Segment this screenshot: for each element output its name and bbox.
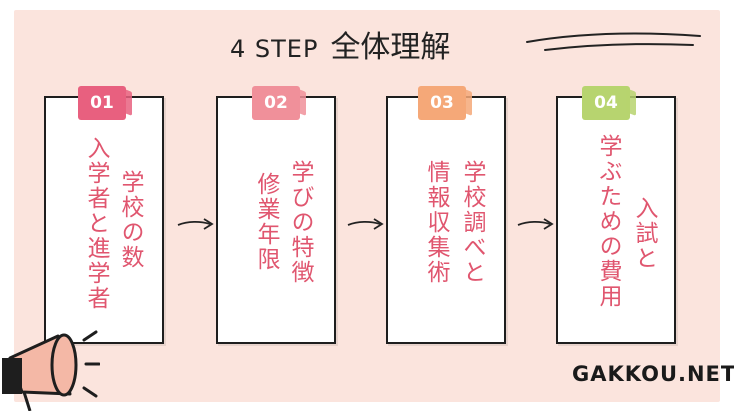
step-card-4 bbox=[556, 96, 676, 344]
step-4-line1: 入試と bbox=[631, 196, 657, 271]
swoosh-decoration bbox=[526, 32, 701, 51]
step-badge-1: 01 bbox=[78, 86, 126, 120]
brand-logo: GAKKOU.NET bbox=[572, 362, 734, 386]
step-badge-3: 03 bbox=[418, 86, 466, 120]
page-title: 4 STEP 全体理解 bbox=[230, 22, 450, 65]
title-main: 全体理解 bbox=[330, 30, 451, 65]
step-badge-2: 02 bbox=[252, 86, 300, 120]
step-badge-4: 04 bbox=[582, 86, 630, 120]
step-1-line2: 入学者と進学者 bbox=[83, 136, 109, 311]
step-card-2 bbox=[216, 96, 336, 344]
arrow-right-icon bbox=[177, 218, 214, 230]
step-4-line2: 学ぶための費用 bbox=[595, 134, 621, 309]
megaphone-icon bbox=[2, 330, 100, 411]
step-1-line1: 学校の数 bbox=[117, 170, 143, 270]
step-card-1 bbox=[44, 96, 164, 344]
step-card-3 bbox=[386, 96, 506, 344]
title-step: 4 STEP bbox=[230, 35, 319, 63]
step-2-line1: 学びの特徴 bbox=[287, 160, 313, 285]
arrow-right-icon bbox=[347, 218, 384, 230]
arrow-right-icon bbox=[517, 218, 554, 230]
step-3-line1: 学校調べと bbox=[459, 160, 485, 285]
step-3-line2: 情報収集術 bbox=[423, 160, 449, 285]
step-2-line2: 修業年限 bbox=[253, 172, 279, 272]
